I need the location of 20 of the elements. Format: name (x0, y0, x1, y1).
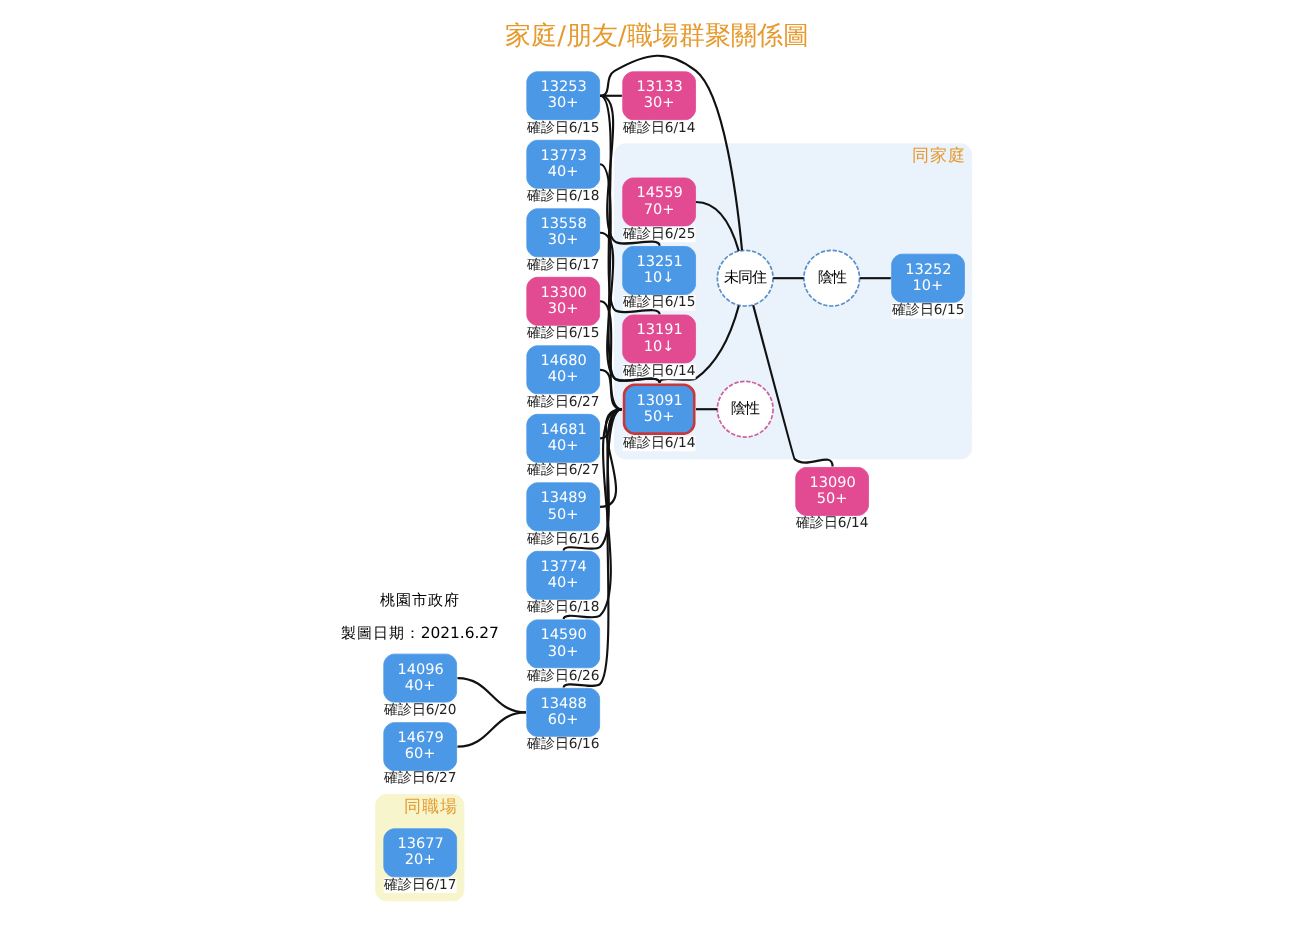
connector (456, 677, 526, 714)
connector (694, 200, 739, 252)
connector (858, 277, 890, 280)
connector (598, 54, 743, 251)
connector (598, 94, 660, 247)
connector (598, 94, 660, 315)
connector (561, 408, 622, 552)
connector (598, 408, 622, 508)
connector (598, 163, 660, 384)
connector (599, 94, 621, 97)
connector (456, 711, 526, 748)
connector (694, 408, 717, 411)
connector (598, 368, 622, 411)
connector (598, 231, 660, 384)
connector (561, 408, 622, 689)
connector (561, 408, 622, 620)
diagram-title: 家庭/朋友/職場群聚關係圖 (504, 22, 808, 53)
connector (657, 305, 739, 384)
connector (772, 277, 803, 280)
connector (598, 300, 622, 411)
